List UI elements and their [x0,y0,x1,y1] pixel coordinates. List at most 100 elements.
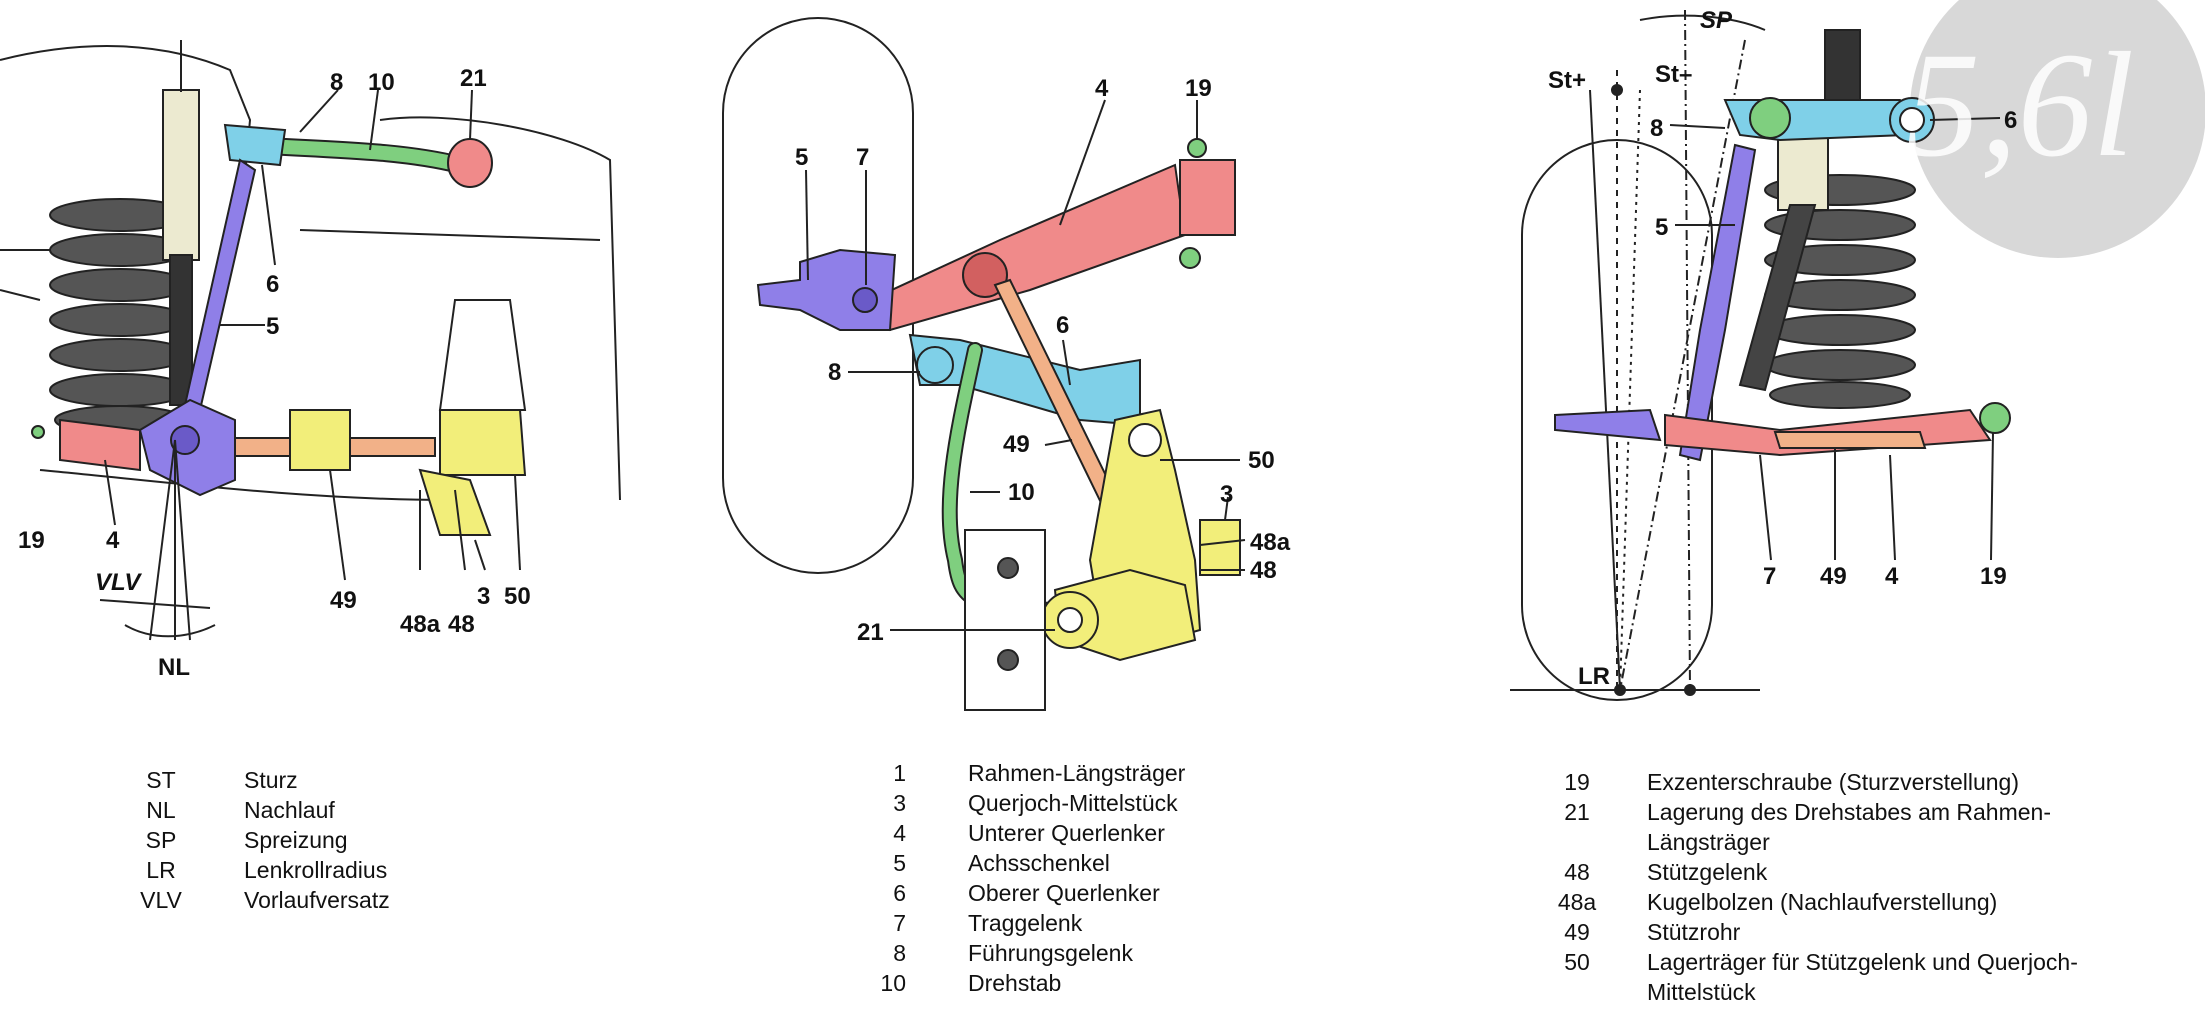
right-labels: SP St+ St– 8 6 5 7 49 4 19 LR [1548,7,2017,690]
legend-row: 48a Kugelbolzen (Nachlaufverstellung) [1555,887,2097,917]
legend-description: Spreizung [244,827,348,853]
legend-row: 48 Stützgelenk [1555,857,2097,887]
mid-label-49: 49 [1003,431,1030,458]
legend-code: 48a [1557,889,1597,915]
legend-code: 48 [1564,859,1590,885]
legend-row: 5 Achsschenkel [860,848,1185,878]
legend-row: 21 Lagerung des Drehstabes am Rahmen-Läng… [1555,797,2097,857]
middle-illustration [722,17,1246,711]
legend-description: Achsschenkel [968,850,1110,876]
legend-row: 10 Drehstab [860,968,1185,998]
right-label-6: 6 [2004,107,2017,134]
legend-code: 3 [893,790,906,816]
legend-row: NL Nachlauf [130,795,390,825]
watermark-text: 5,6l [1905,22,2134,188]
legend-description: Drehstab [968,970,1062,996]
left-label-49: 49 [330,587,357,614]
left-label-nl: NL [158,654,190,681]
left-label-50: 50 [504,583,531,610]
legend-description: Führungsgelenk [968,940,1133,966]
legend-row: 49 Stützrohr [1555,917,2097,947]
watermark-seal [1910,0,2205,258]
legend-code: 21 [1564,799,1590,825]
mid-label-48: 48 [1250,557,1277,584]
legend-code: 5 [893,850,906,876]
legend-description: Unterer Querlenker [968,820,1165,846]
right-label-5: 5 [1655,214,1668,241]
legend-row: ST Sturz [130,765,390,795]
legend-description: Oberer Querlenker [968,880,1160,906]
mid-label-19: 19 [1185,75,1212,102]
right-label-8: 8 [1650,115,1663,142]
right-label-49: 49 [1820,563,1847,590]
legend-row: 19 Exzenterschraube (Sturzverstellung) [1555,767,2097,797]
legend-description: Kugelbolzen (Nachlaufverstellung) [1647,889,1998,915]
legend-row: 4 Unterer Querlenker [860,818,1185,848]
right-label-sp: SP [1700,7,1733,34]
middle-labels: 4 19 5 7 6 8 49 50 10 3 48a 48 21 [795,75,1291,646]
legend-description: Nachlauf [244,797,335,823]
legend-code: 19 [1564,769,1590,795]
left-labels: 8 10 21 6 5 19 4 49 48a 48 3 50 VLV NL [18,65,531,681]
suspension-diagram: 8 10 21 6 5 19 4 49 48a 48 3 50 VLV NL [0,0,2205,711]
mid-label-10: 10 [1008,479,1035,506]
left-label-10: 10 [368,69,395,96]
left-label-3: 3 [477,583,490,610]
mid-label-4: 4 [1095,75,1109,102]
mid-label-8: 8 [828,359,841,386]
legend-code: VLV [140,887,182,913]
left-label-19: 19 [18,527,45,554]
legend-description: Lagerung des Drehstabes am Rahmen-Längst… [1647,799,2052,855]
legend-code: NL [146,797,176,823]
left-label-6: 6 [266,271,279,298]
legend-description: Sturz [244,767,298,793]
right-label-lr: LR [1578,663,1610,690]
left-label-48: 48 [448,611,475,638]
legend-description: Lagerträger für Stützgelenk und Querjoch… [1647,949,2078,1005]
mid-label-7: 7 [856,144,869,171]
legend-code: ST [146,767,176,793]
left-label-4: 4 [106,527,120,554]
legend-code: SP [145,827,177,853]
mid-label-6: 6 [1056,312,1069,339]
legend-row: 3 Querjoch-Mittelstück [860,788,1185,818]
left-label-8: 8 [330,69,343,96]
mid-label-48a: 48a [1250,529,1291,556]
legend-code: 50 [1564,949,1590,975]
left-label-48a: 48a [400,611,441,638]
legend-code: 4 [893,820,906,846]
wheel-outline-right [1521,139,1713,701]
legend-description: Stützgelenk [1647,859,1768,885]
right-label-4: 4 [1885,563,1899,590]
legend-row: LR Lenkrollradius [130,855,390,885]
right-illustration [1510,0,2205,701]
legend-code: 8 [893,940,906,966]
mid-label-21: 21 [857,619,884,646]
legend-description: Stützrohr [1647,919,1741,945]
left-label-vlv: VLV [95,569,142,596]
legend-row: 50 Lagerträger für Stützgelenk und Querjo… [1555,947,2097,1007]
legend-code: LR [146,857,176,883]
legend-description: Lenkrollradius [244,857,388,883]
legend-code: 49 [1564,919,1590,945]
legend-code: 10 [880,970,906,996]
right-label-stminus: St– [1655,61,1692,88]
mid-label-50: 50 [1248,447,1275,474]
right-label-7: 7 [1763,563,1776,590]
right-label-19: 19 [1980,563,2007,590]
legend-description: Exzenterschraube (Sturzverstellung) [1647,769,2019,795]
mid-label-3: 3 [1220,481,1233,508]
left-label-5: 5 [266,313,279,340]
left-label-21: 21 [460,65,487,92]
legend-description: Querjoch-Mittelstück [968,790,1178,816]
legend-description: Traggelenk [968,910,1083,936]
legend-row: SP Spreizung [130,825,390,855]
left-illustration [0,40,621,641]
